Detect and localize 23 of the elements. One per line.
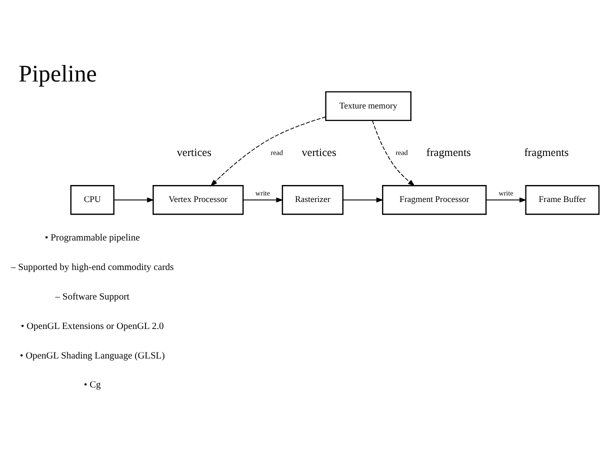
label: fragments — [426, 146, 471, 159]
node-box: Vertex Processor — [152, 185, 244, 215]
node-box: Texture memory — [325, 91, 412, 122]
label: – Software Support — [55, 291, 130, 302]
label: • Cg — [84, 380, 101, 391]
label: • Programmable pipeline — [44, 232, 140, 244]
diagram-title: Pipeline — [18, 61, 97, 88]
node-box: CPU — [70, 185, 114, 215]
node-box: Rasterizer — [282, 185, 344, 215]
arrow — [113, 197, 154, 202]
arrow — [210, 116, 326, 186]
node-box: Frame Buffer — [525, 185, 600, 215]
arrow — [372, 120, 415, 186]
label: fragments — [524, 146, 569, 159]
arrow — [243, 197, 284, 202]
node-box: Fragment Processor — [382, 185, 487, 215]
label: • OpenGL Shading Language (GLSL) — [20, 350, 165, 362]
label: – Supported by high-end commodity cards — [10, 262, 174, 274]
label: vertices — [176, 146, 212, 159]
arrow — [486, 197, 527, 202]
label: • OpenGL Extensions or OpenGL 2.0 — [20, 320, 164, 332]
arrow — [342, 197, 384, 202]
label: vertices — [302, 146, 336, 159]
